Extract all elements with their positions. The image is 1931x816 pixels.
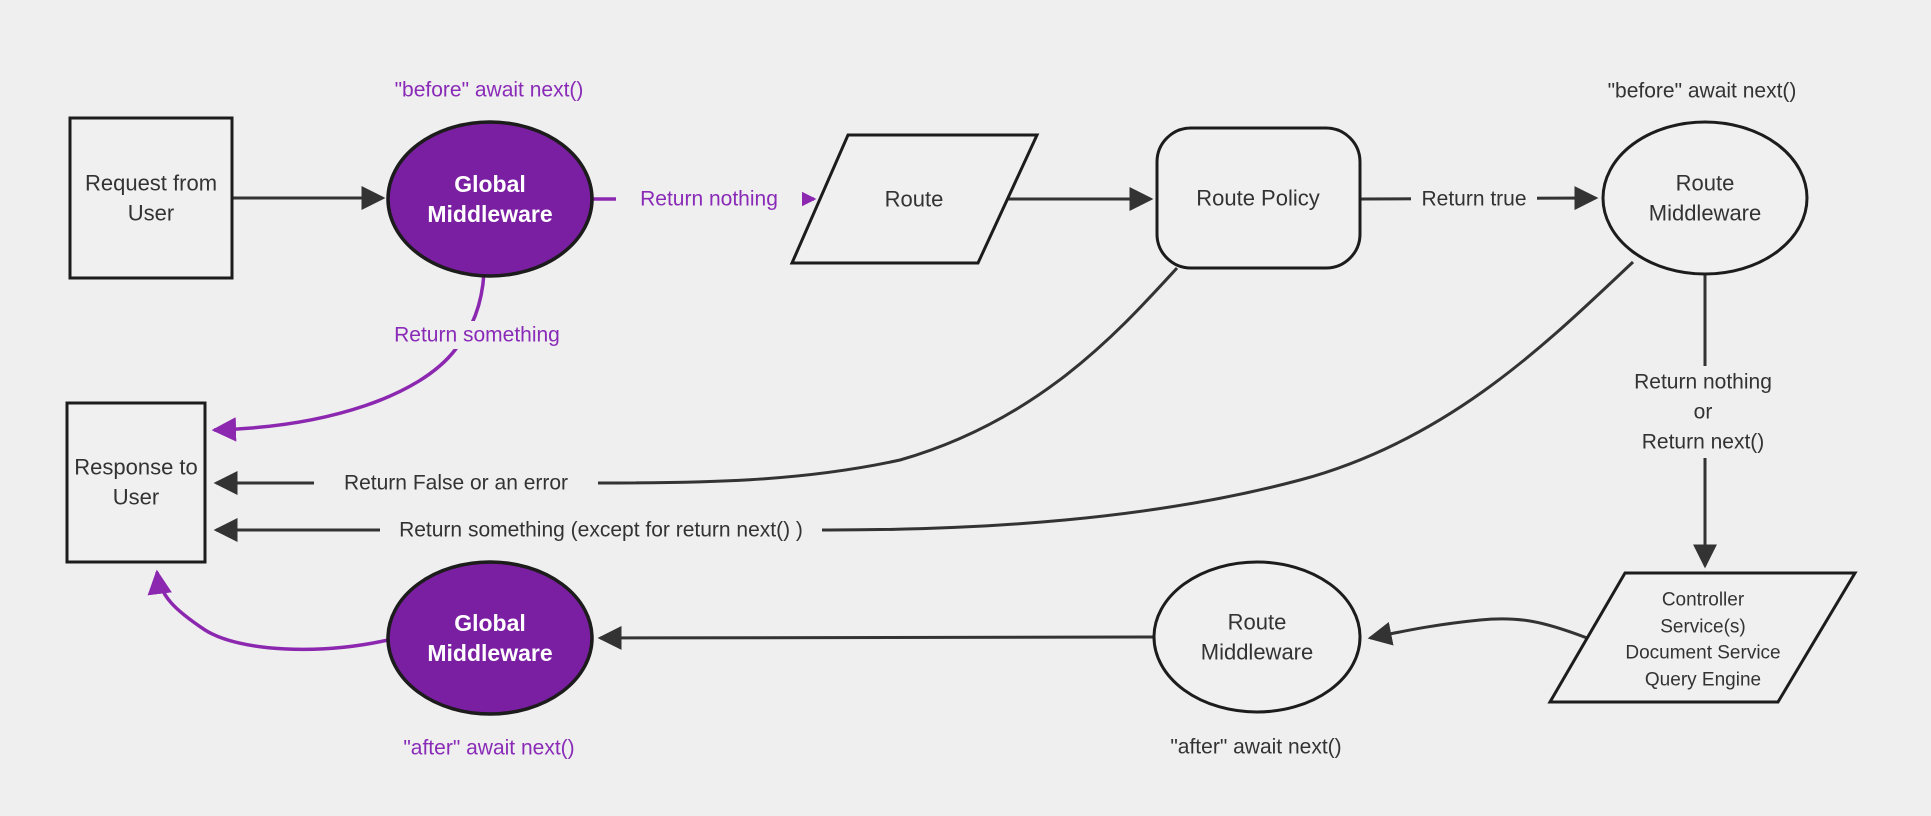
node-route-middleware-bottom-label-line1: Route (1228, 610, 1287, 635)
node-controller-services (1547, 571, 1858, 704)
node-global-middleware-top-label-line2: Middleware (427, 201, 552, 227)
label-return-nothing: Return nothing (640, 188, 778, 211)
label-bg-return-something-except (380, 515, 822, 545)
node-route-policy-label: Route Policy (1196, 186, 1320, 211)
label-return-something-except: Return something (except for return next… (399, 519, 803, 542)
node-controller-services-label-line2: Service(s) (1660, 617, 1746, 638)
node-response-to-user-label-line2: User (113, 485, 159, 510)
label-bg-return-nothing (616, 185, 802, 213)
node-request-from-user-label-line2: User (128, 201, 174, 226)
edge-route-middleware-top-to-response (213, 260, 1635, 542)
edge-controller-to-route-middleware-bottom (1367, 617, 1588, 646)
node-request-from-user-label-line1: Request from (85, 171, 217, 196)
node-controller-services-label-line4: Query Engine (1645, 670, 1761, 691)
node-global-middleware-top-label-line1: Global (454, 171, 526, 197)
label-after-await-next-right: "after" await next() (1170, 736, 1341, 759)
label-bg-return-false (314, 469, 598, 497)
node-route-middleware-top-label-line2: Middleware (1649, 201, 1762, 226)
node-route-middleware-bottom (1152, 560, 1362, 714)
label-before-await-next-left: "before" await next() (395, 79, 584, 102)
node-request-from-user (68, 116, 234, 280)
node-response-to-user (65, 401, 207, 564)
label-return-true: Return true (1421, 188, 1526, 211)
label-bg-return-true (1411, 185, 1537, 213)
edge-route-middleware-bottom-to-global-middleware-bottom (597, 625, 1156, 650)
node-controller-services-label-line3: Document Service (1625, 643, 1780, 664)
node-response-to-user-label-line1: Response to (74, 455, 198, 480)
edge-global-middleware-top-to-response (211, 272, 486, 442)
edge-global-middleware-bottom-to-response (147, 569, 389, 652)
label-before-await-next-right: "before" await next() (1608, 80, 1797, 103)
node-global-middleware-bottom-label-line1: Global (454, 610, 526, 636)
node-route-middleware-top-label-line1: Route (1676, 171, 1735, 196)
node-route (789, 133, 1040, 265)
node-controller-services-label-line1: Controller (1662, 590, 1745, 611)
label-return-false-or-error: Return False or an error (344, 472, 568, 495)
label-return-nothing-or-line1: Return nothing (1634, 371, 1772, 394)
label-return-something: Return something (394, 324, 560, 347)
label-return-nothing-or-line2: or (1694, 401, 1713, 424)
node-global-middleware-bottom-label-line2: Middleware (427, 640, 552, 666)
node-global-middleware-top (386, 120, 594, 278)
node-route-middleware-bottom-label-line2: Middleware (1201, 640, 1314, 665)
label-bg-return-nothing-or (1623, 366, 1783, 458)
node-route-policy (1155, 126, 1362, 270)
node-route-label: Route (885, 187, 944, 212)
label-after-await-next-left: "after" await next() (403, 737, 574, 760)
label-return-nothing-or-line3: Return next() (1642, 431, 1765, 454)
label-bg-return-something (380, 321, 574, 349)
node-route-middleware-top (1601, 120, 1809, 276)
edge-route-policy-to-response (213, 266, 1179, 495)
node-global-middleware-bottom (386, 560, 594, 716)
